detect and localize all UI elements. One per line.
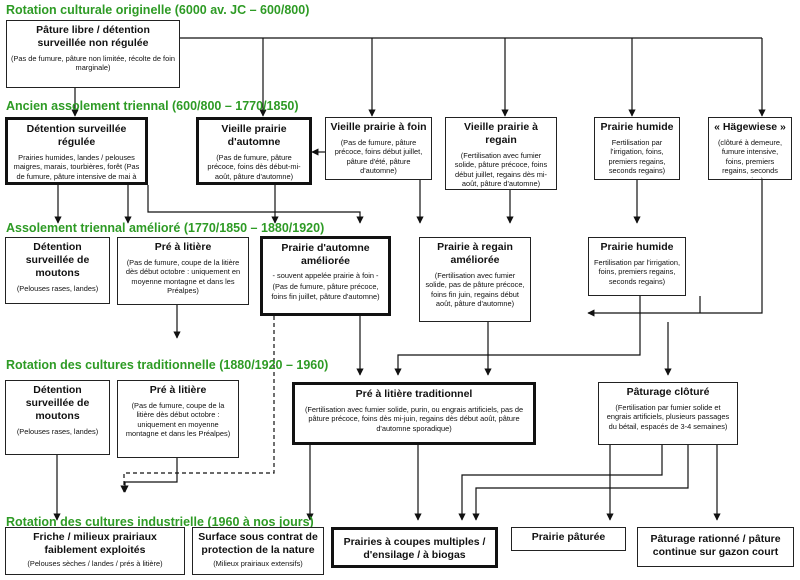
node-detention-moutons-1: Détention surveillée de moutons (Pelouse… [5, 237, 110, 304]
node-vieille-automne: Vieille prairie d'automne (Pas de fumure… [196, 117, 312, 185]
node-pre-litiere-traditionnel: Pré à litière traditionnel (Fertilisatio… [292, 382, 536, 445]
era-label-ancien-triennal: Ancien assolement triennal (600/800 – 17… [6, 99, 299, 113]
node-paturage-rationne: Pâturage rationné / pâture continue sur … [637, 527, 794, 567]
node-surface-contrat: Surface sous contrat de protection de la… [192, 527, 324, 575]
node-prairie-paturee: Prairie pâturée [511, 527, 626, 551]
node-vieille-regain: Vieille prairie à regain (Fertilisation … [445, 117, 557, 190]
node-prairie-automne-amelioree: Prairie d'automne améliorée - souvent ap… [260, 236, 391, 316]
node-friche: Friche / milieux prairiaux faiblement ex… [5, 527, 185, 575]
connector [472, 445, 689, 521]
node-vieille-foin: Vieille prairie à foin (Pas de fumure, p… [325, 117, 432, 180]
node-detention-moutons-2: Détention surveillée de moutons (Pelouse… [5, 380, 110, 455]
connector [147, 185, 364, 224]
node-paturage-libre: Pâture libre / détention surveillée non … [6, 20, 180, 88]
node-pre-litiere-2: Pré à litière (Pas de fumure, coupe de l… [117, 380, 239, 458]
connector [458, 445, 663, 521]
node-detention-reglee: Détention surveillée régulée Prairies hu… [5, 117, 148, 185]
node-prairie-humide-2: Prairie humide Fertilisation par l'irrig… [588, 237, 686, 296]
node-prairie-regain-amelioree: Prairie à regain améliorée (Fertilisatio… [419, 237, 531, 322]
era-label-triennal-ameliore: Assolement triennal amélioré (1770/1850 … [6, 221, 325, 235]
node-prairies-coupes-multiples: Prairies à coupes multiples / d'ensilage… [331, 527, 498, 568]
era-label-industrielle: Rotation des cultures industrielle (1960… [6, 515, 314, 529]
node-hagewiese: « Hägewiese » (clôturé à demeure, fumure… [708, 117, 792, 180]
node-paturage-cloture: Pâturage clôturé (Fertilisation par fumi… [598, 382, 738, 445]
node-pre-litiere-1: Pré à litière (Pas de fumure, coupe de l… [117, 237, 249, 305]
era-label-originelle: Rotation culturale originelle (6000 av. … [6, 3, 310, 17]
node-prairie-humide-1: Prairie humide Fertilisation par l'irrig… [594, 117, 680, 180]
era-label-traditionnelle: Rotation des cultures traditionnelle (18… [6, 358, 329, 372]
connector [121, 458, 178, 493]
